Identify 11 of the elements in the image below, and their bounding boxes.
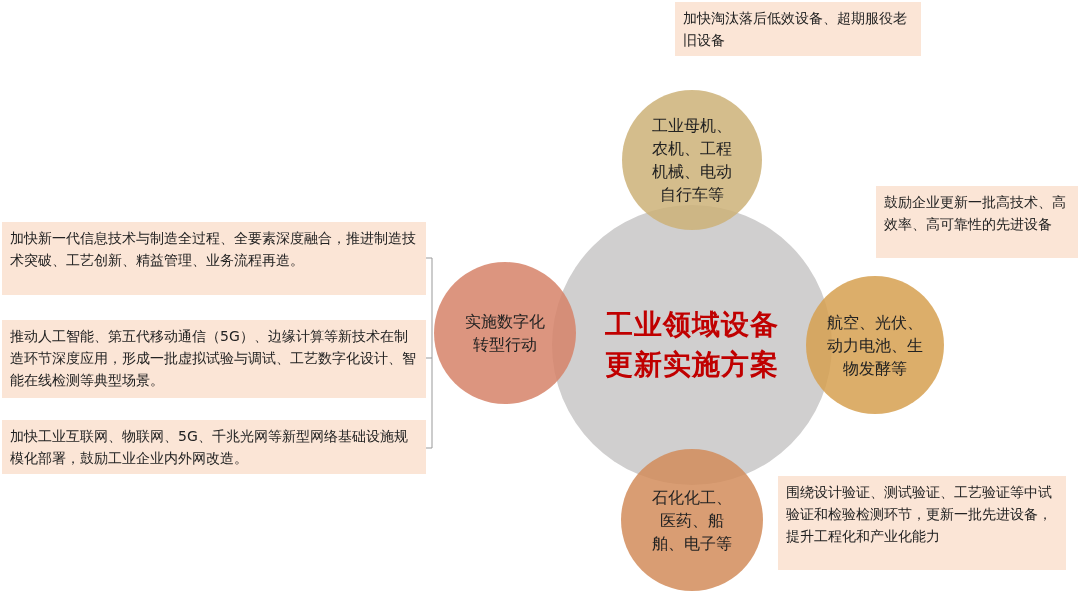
note-box: 加快工业互联网、物联网、5G、千兆光网等新型网络基础设施规模化部署，鼓励工业企业内外网改造。 <box>2 420 426 474</box>
note-box: 加快淘汰落后低效设备、超期服役老旧设备 <box>675 2 921 56</box>
circle-label: 航空、光伏、动力电池、生物发酵等 <box>826 311 924 380</box>
note-box: 推动人工智能、第五代移动通信（5G）、边缘计算等新技术在制造环节深度应用，形成一批虚拟试验与调试、工艺数字化设计、智能在线检测等典型场景。 <box>2 320 426 398</box>
note-box: 鼓励企业更新一批高技术、高效率、高可靠性的先进设备 <box>876 186 1078 258</box>
circle-label: 实施数字化转型行动 <box>464 311 546 356</box>
note-box: 加快新一代信息技术与制造全过程、全要素深度融合，推进制造技术突破、工艺创新、精益管理、业务流程再造。 <box>2 222 426 295</box>
circle-label: 工业母机、农机、工程机械、电动自行车等 <box>651 115 733 206</box>
circle-label: 石化化工、医药、船舶、电子等 <box>651 486 733 555</box>
center-label: 工业领域设备更新实施方案 <box>604 307 780 383</box>
note-box: 围绕设计验证、测试验证、工艺验证等中试验证和检验检测环节，更新一批先进设备，提升工程化和产业化能力 <box>778 476 1066 570</box>
